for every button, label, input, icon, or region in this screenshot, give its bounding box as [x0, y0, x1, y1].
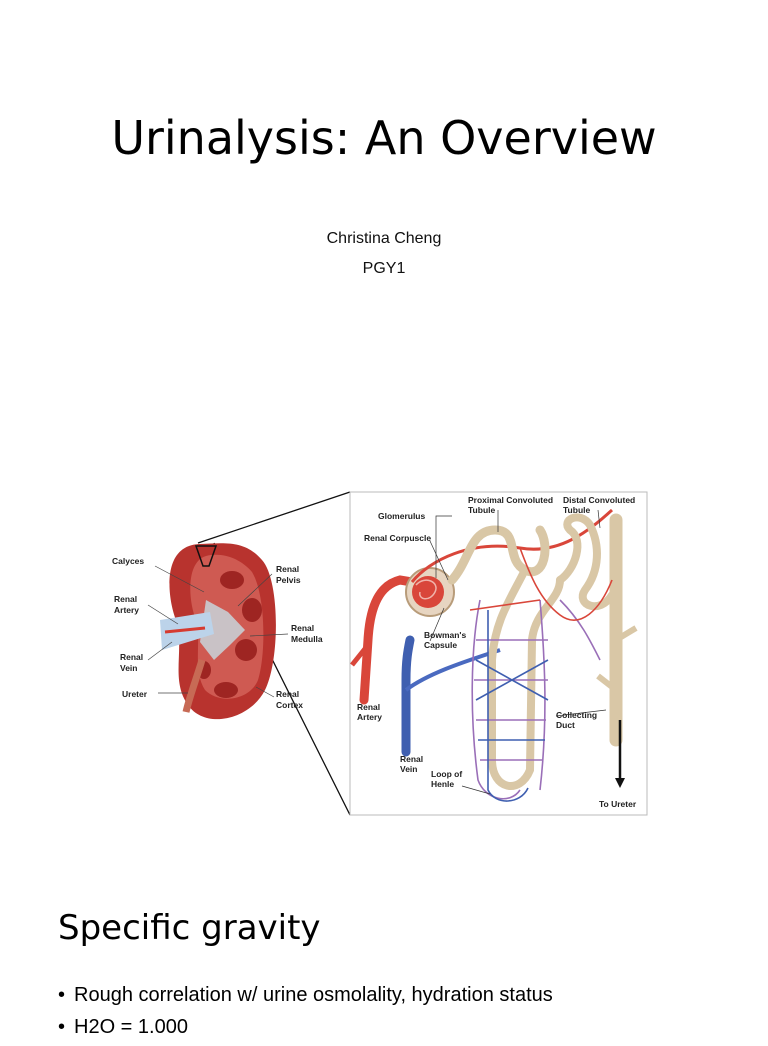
- label-bowmans-1: Bowman's: [424, 630, 466, 640]
- label-renal-corpuscle: Renal Corpuscle: [364, 533, 431, 543]
- label-nephron-artery-1: Renal: [357, 702, 380, 712]
- label-renal-cortex-2: Cortex: [276, 700, 303, 710]
- bullet-item: Rough correlation w/ urine osmolality, h…: [58, 982, 553, 1008]
- label-collecting-2: Duct: [556, 720, 575, 730]
- presenter-name: Christina Cheng: [326, 230, 442, 247]
- label-proximal-1: Proximal Convoluted: [468, 495, 553, 505]
- label-renal-artery-1: Renal: [114, 594, 137, 604]
- label-to-ureter: To Ureter: [599, 799, 637, 809]
- label-calyces: Calyces: [112, 556, 144, 566]
- zoom-window-marker: [194, 545, 218, 567]
- label-ureter: Ureter: [122, 689, 148, 699]
- label-distal-2: Tubule: [563, 505, 590, 515]
- bullet-list: Rough correlation w/ urine osmolality, h…: [58, 982, 553, 1046]
- label-renal-vein-1: Renal: [120, 652, 143, 662]
- label-renal-vein-2: Vein: [120, 663, 137, 673]
- bullet-item: H2O = 1.000: [58, 1014, 553, 1040]
- nephron-illustration: Glomerulus Proximal Convoluted Tubule Di…: [349, 491, 648, 816]
- label-renal-medulla-2: Medulla: [291, 634, 323, 644]
- label-renal-cortex-1: Renal: [276, 689, 299, 699]
- label-nephron-vein-2: Vein: [400, 764, 417, 774]
- section-title: Specific gravity: [58, 908, 321, 948]
- zoom-line-top: [197, 491, 351, 544]
- label-distal-1: Distal Convoluted: [563, 495, 635, 505]
- kidney-illustration: Calyces Renal Pelvis Renal Artery Renal …: [112, 543, 323, 720]
- label-bowmans-2: Capsule: [424, 640, 457, 650]
- slide-title: Urinalysis: An Overview: [111, 111, 657, 165]
- label-nephron-artery-2: Artery: [357, 712, 382, 722]
- label-renal-pelvis-1: Renal: [276, 564, 299, 574]
- label-renal-artery-2: Artery: [114, 605, 139, 615]
- label-renal-pelvis-2: Pelvis: [276, 575, 301, 585]
- label-loop-1: Loop of: [431, 769, 462, 779]
- label-nephron-vein-1: Renal: [400, 754, 423, 764]
- label-glomerulus: Glomerulus: [378, 511, 426, 521]
- presenter-role: PGY1: [362, 260, 406, 277]
- kidney-nephron-figure: Calyces Renal Pelvis Renal Artery Renal …: [112, 491, 648, 816]
- label-loop-2: Henle: [431, 779, 454, 789]
- label-renal-medulla-1: Renal: [291, 623, 314, 633]
- label-collecting-1: Collecting: [556, 710, 597, 720]
- label-proximal-2: Tubule: [468, 505, 495, 515]
